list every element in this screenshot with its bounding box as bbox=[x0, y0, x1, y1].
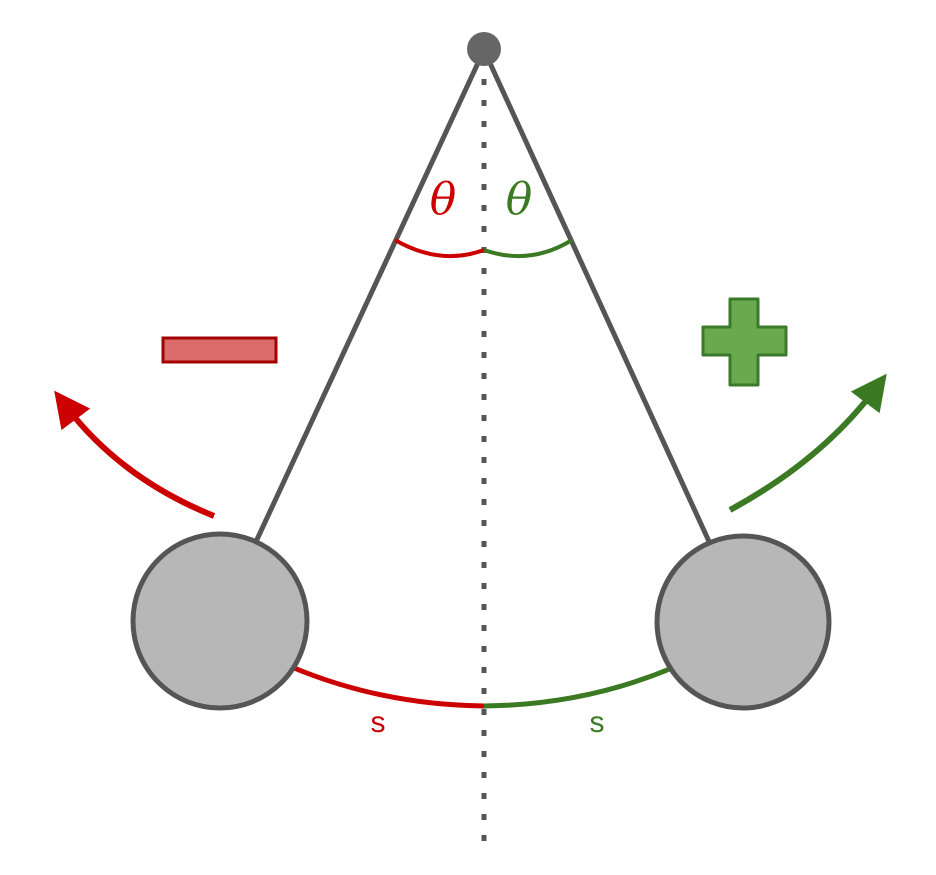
arc-length-left bbox=[293, 665, 485, 709]
arc-length-right bbox=[483, 665, 673, 709]
theta-label-right: θ bbox=[506, 174, 533, 225]
plus-icon bbox=[701, 297, 788, 387]
theta-label-left: θ bbox=[430, 174, 457, 225]
bob-right bbox=[654, 533, 832, 711]
arc-label-right: s bbox=[590, 706, 605, 739]
pivot-point bbox=[467, 32, 501, 66]
angle-arc-left bbox=[394, 238, 485, 259]
arc-label-left: s bbox=[371, 706, 386, 739]
bob-left bbox=[130, 531, 310, 711]
left-string bbox=[251, 48, 487, 548]
minus-icon bbox=[161, 336, 278, 364]
right-string bbox=[481, 48, 715, 550]
negative-direction-arrow bbox=[54, 390, 216, 519]
angle-arc-right bbox=[483, 238, 574, 259]
positive-direction-arrow bbox=[728, 373, 887, 513]
